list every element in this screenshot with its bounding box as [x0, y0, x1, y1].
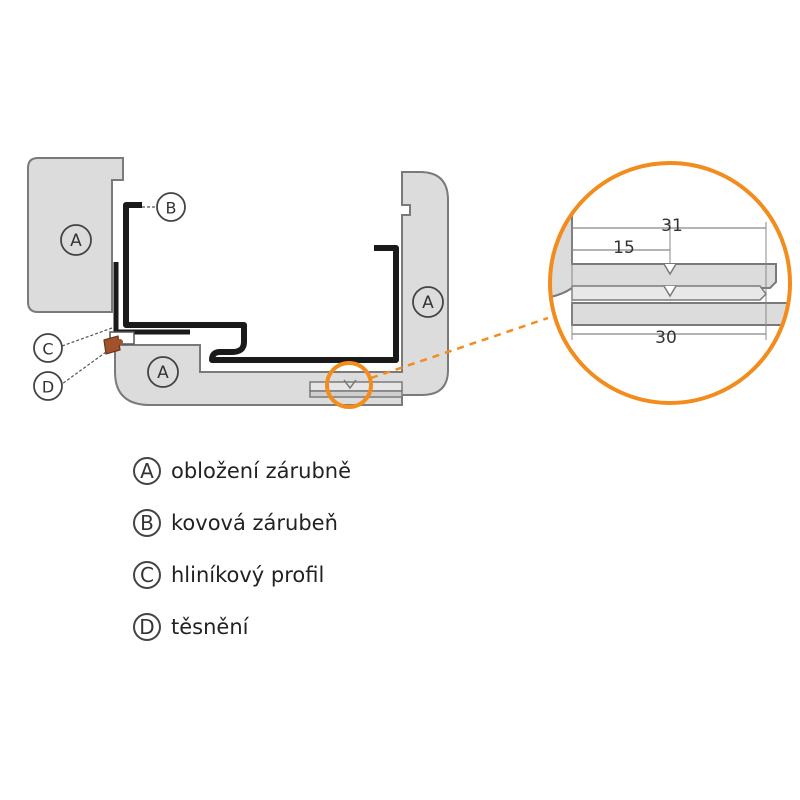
legend-badge-b: B	[133, 509, 161, 537]
metal-frame-profile	[123, 202, 399, 363]
dim-31: 31	[661, 216, 683, 236]
label-c: C	[33, 327, 113, 363]
right-trim-panel	[114, 171, 449, 406]
detail-highlight-circle	[325, 361, 373, 409]
seal	[103, 335, 121, 355]
legend: A obložení zárubně B kovová zárubeň C hl…	[133, 455, 351, 663]
legend-item-a: A obložení zárubně	[133, 455, 351, 487]
legend-badge-c: C	[133, 561, 161, 589]
label-b: B	[142, 192, 186, 222]
left-trim-panel	[27, 157, 124, 313]
legend-item-b: B kovová zárubeň	[133, 507, 351, 539]
svg-text:C: C	[42, 340, 53, 359]
legend-item-c: C hliníkový profil	[133, 559, 351, 591]
legend-item-d: D těsnění	[133, 611, 351, 643]
detail-zoom: 31 15 30	[548, 161, 792, 405]
legend-badge-a: A	[133, 457, 161, 485]
svg-text:A: A	[157, 363, 169, 383]
zoom-lower-strip	[571, 302, 790, 326]
legend-text-b: kovová zárubeň	[171, 511, 338, 535]
zoom-notch-bottom	[663, 285, 677, 298]
svg-text:D: D	[42, 378, 54, 397]
zoom-upper-trim	[550, 214, 777, 302]
svg-text:B: B	[166, 199, 177, 218]
seal-dot	[117, 339, 123, 345]
groove-notch	[343, 379, 357, 390]
dim-30: 30	[655, 328, 677, 348]
door-frame-diagram: A A A B C D	[27, 157, 792, 409]
label-a-right: A	[412, 286, 444, 318]
legend-text-a: obložení zárubně	[171, 459, 352, 483]
groove-strip-top	[309, 381, 403, 392]
zoom-notch-top	[663, 263, 677, 276]
legend-text-d: těsnění	[171, 615, 249, 639]
legend-text-c: hliníkový profil	[171, 563, 325, 587]
detail-connector	[370, 316, 549, 380]
svg-text:A: A	[70, 231, 82, 251]
legend-badge-d: D	[133, 613, 161, 641]
label-a-bottom: A	[147, 356, 179, 388]
dim-15: 15	[613, 238, 635, 258]
label-a-left: A	[60, 224, 92, 256]
groove-strip-bottom	[309, 390, 403, 398]
svg-text:A: A	[422, 293, 434, 313]
label-d: D	[33, 351, 107, 401]
